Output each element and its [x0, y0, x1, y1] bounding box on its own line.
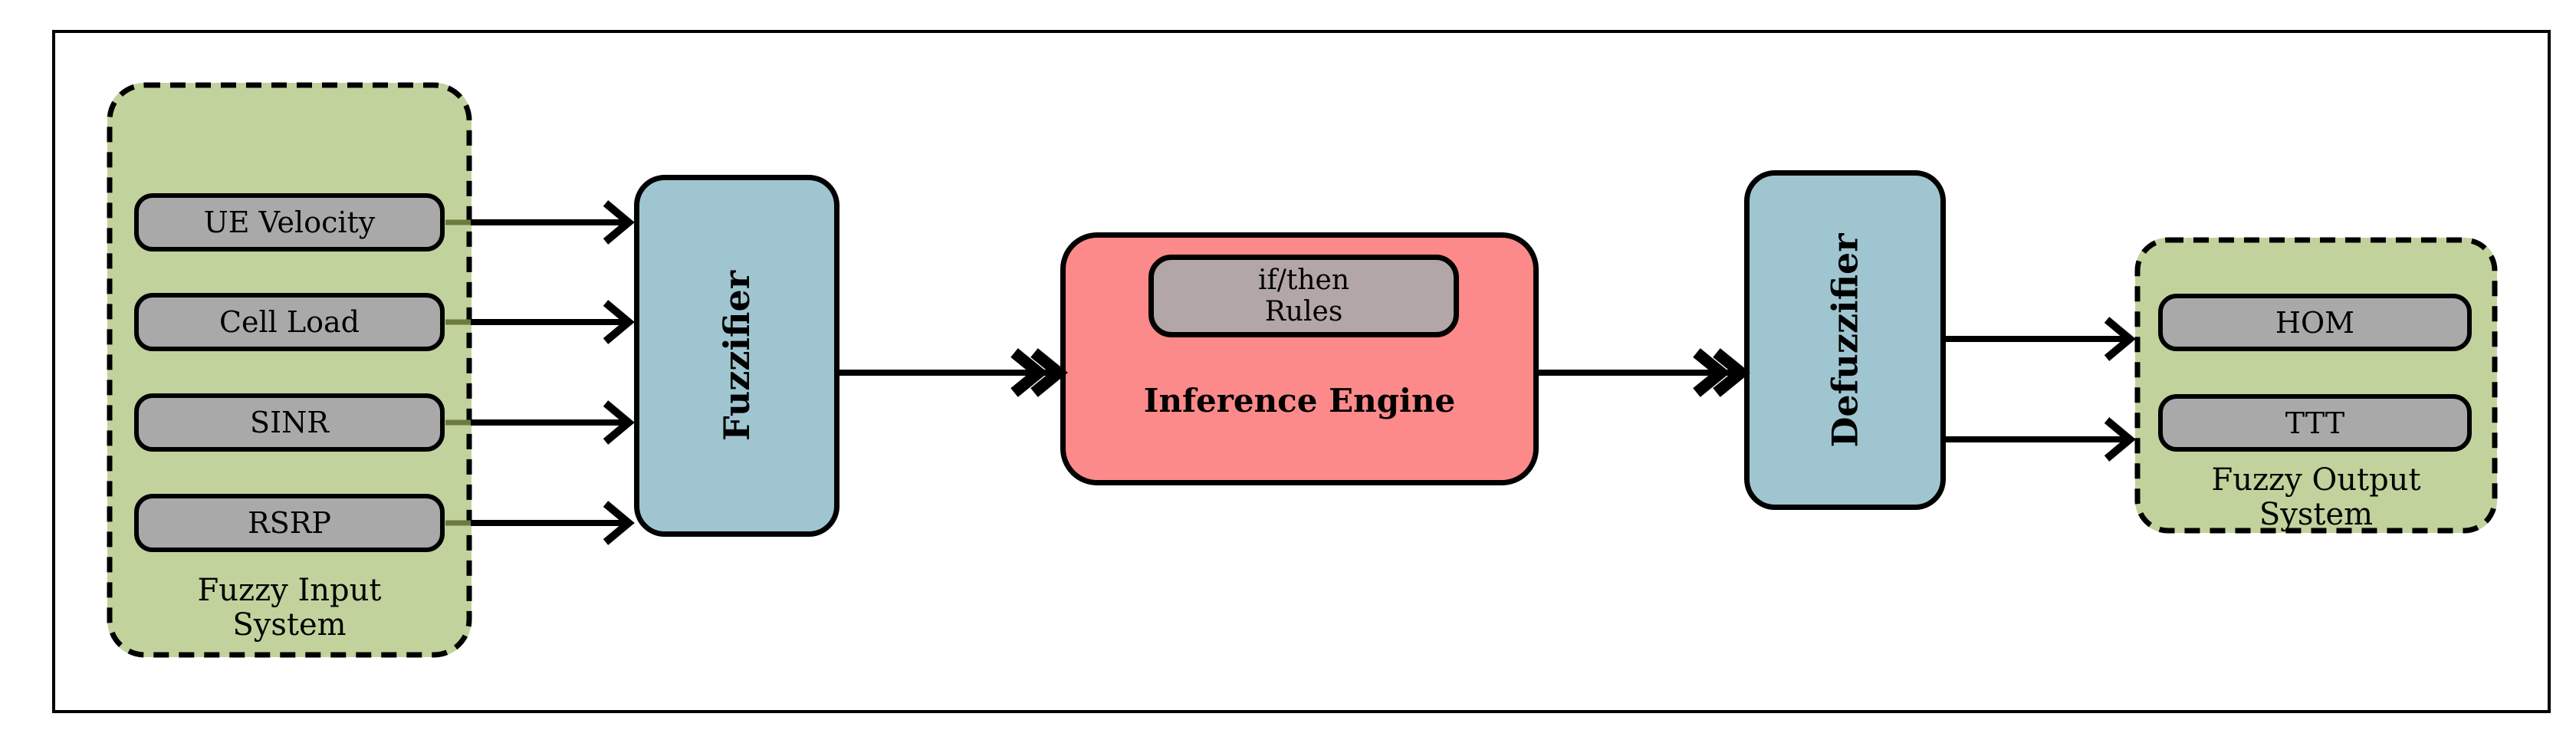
fuzzy-input-system-label-line2: System [232, 607, 347, 643]
output-item-hom-label: HOM [2275, 305, 2355, 340]
fuzzy-output-system-label: Fuzzy Output System [2135, 463, 2497, 532]
fuzzy-output-system-label-line1: Fuzzy Output [2211, 462, 2421, 498]
input-item-ue-velocity: UE Velocity [134, 193, 445, 252]
fuzzifier-label: Fuzzifier [716, 271, 757, 441]
input-item-rsrp: RSRP [134, 494, 445, 552]
defuzzifier-label: Defuzzifier [1824, 232, 1866, 448]
output-item-ttt: TTT [2158, 394, 2472, 452]
if-then-rules-box: if/then Rules [1148, 255, 1459, 337]
input-item-sinr-label: SINR [250, 406, 329, 439]
output-item-hom: HOM [2158, 294, 2472, 351]
input-item-sinr: SINR [134, 393, 445, 452]
fuzzy-output-system-label-line2: System [2259, 496, 2374, 532]
fuzzy-input-system-label-line1: Fuzzy Input [197, 573, 382, 608]
input-item-cell-load: Cell Load [134, 293, 445, 351]
input-item-rsrp-label: RSRP [248, 506, 331, 540]
fuzzy-input-system-label: Fuzzy Input System [107, 574, 472, 643]
fuzzy-input-system-container [107, 83, 472, 657]
if-then-rules-label-line2: Rules [1264, 296, 1343, 327]
inference-engine-label: Inference Engine [1143, 382, 1456, 419]
output-item-ttt-label: TTT [2285, 406, 2345, 440]
defuzzifier-box: Defuzzifier [1744, 170, 1946, 510]
input-item-ue-velocity-label: UE Velocity [203, 206, 376, 239]
fuzzifier-box: Fuzzifier [634, 175, 840, 537]
input-item-cell-load-label: Cell Load [219, 305, 360, 339]
if-then-rules-label-line1: if/then [1257, 264, 1350, 296]
